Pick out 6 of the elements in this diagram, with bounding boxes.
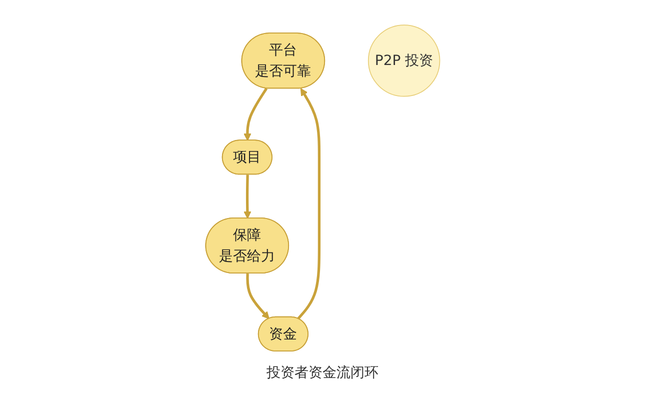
- node-circle: P2P 投资: [368, 24, 440, 97]
- arrow: [243, 174, 252, 219]
- arrow: [243, 88, 268, 141]
- arrow: [246, 274, 270, 320]
- caption: 投资者资金流闭环: [266, 364, 378, 382]
- arrow: [296, 88, 320, 320]
